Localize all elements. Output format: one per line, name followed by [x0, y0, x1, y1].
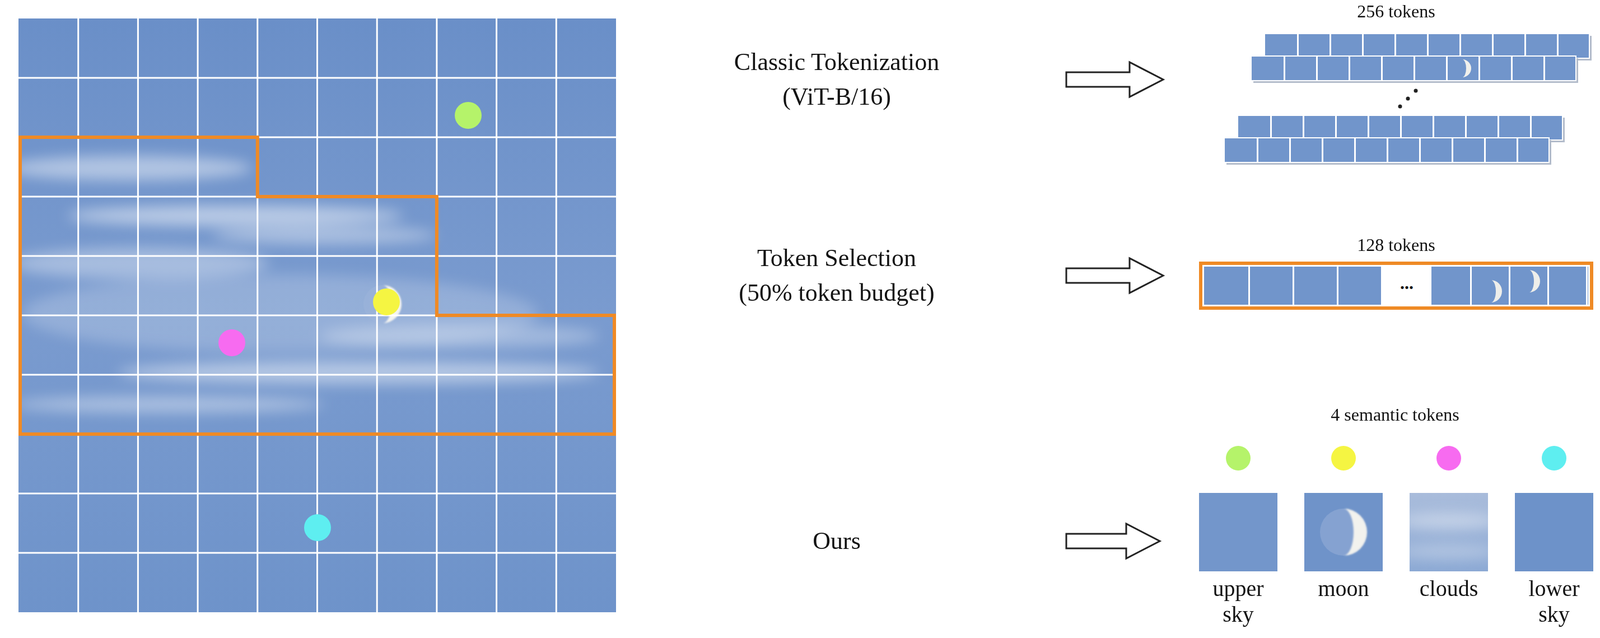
- method-label: Classic Tokenization (ViT-B/16): [719, 44, 955, 115]
- ellipsis-dot: [1414, 89, 1418, 93]
- token-group: 256 tokens: [1199, 0, 1594, 23]
- gap-box: [1381, 266, 1432, 305]
- semantic-token: lower sky: [1514, 492, 1594, 628]
- token-label: moon: [1309, 575, 1378, 602]
- strip-cells: [1297, 33, 1590, 59]
- moon-part: [1528, 269, 1541, 293]
- cloud-streak: [67, 205, 404, 226]
- sky-photo: [5, 18, 617, 613]
- token-strip: [1251, 56, 1576, 81]
- ellipsis-dot: [1406, 96, 1411, 101]
- token-group: 128 tokens: [1199, 233, 1594, 256]
- token-seed-dot: [218, 329, 246, 357]
- cloud-streak: [1409, 512, 1488, 529]
- selection-outline: [20, 137, 615, 435]
- token-image-area: [1409, 492, 1488, 576]
- token-strip: [1264, 33, 1590, 59]
- semantic-token: clouds: [1409, 492, 1488, 602]
- hollow-arrow: [1066, 62, 1164, 97]
- token-label: upper sky: [1204, 575, 1272, 628]
- hollow-arrow: [1066, 523, 1160, 559]
- cloud-streak: [319, 323, 600, 349]
- token-strip: [1237, 115, 1563, 141]
- strip-cells: [1283, 56, 1576, 81]
- token-strip: [1204, 266, 1589, 305]
- ellipsis-label: ...: [1383, 267, 1431, 304]
- cloud-streak: [18, 396, 325, 413]
- cloud-streak: [18, 247, 269, 279]
- token-seed-dot: [372, 288, 400, 316]
- strip-cells: [1248, 266, 1382, 305]
- selection-border: [1200, 263, 1592, 309]
- method-label: Ours: [780, 523, 893, 559]
- token-image-area: [1199, 492, 1278, 576]
- moon: [1462, 59, 1472, 78]
- moon-part: [1490, 280, 1502, 303]
- token-image-area: [1514, 492, 1594, 576]
- hollow-arrow: [1066, 258, 1164, 293]
- method-node: Token Selection (50% token budget): [733, 240, 941, 311]
- patch-grid: [18, 18, 617, 613]
- cloud-streak: [212, 226, 437, 244]
- token-image-area: [1304, 492, 1383, 576]
- strip-cells: [1256, 137, 1550, 163]
- strip-cells: [1470, 266, 1589, 305]
- semantic-token: upper sky: [1199, 492, 1278, 628]
- method-label: Token Selection (50% token budget): [733, 240, 941, 311]
- ellipsis-dot: [1398, 104, 1403, 109]
- clouds: [18, 155, 600, 413]
- token-count-heading: 128 tokens: [1199, 233, 1594, 256]
- token-dot: [1541, 445, 1567, 471]
- token-image: [1409, 492, 1488, 572]
- moon-disc: [363, 285, 402, 324]
- token-label: clouds: [1415, 575, 1483, 602]
- moon-disc: [1319, 508, 1368, 556]
- token-dot: [1331, 445, 1356, 471]
- method-node: Classic Tokenization (ViT-B/16): [719, 44, 955, 115]
- token-count-heading: 256 tokens: [1199, 0, 1594, 23]
- token-seed-dot: [304, 514, 331, 541]
- token-strip: [1224, 137, 1550, 163]
- token-stack: [1224, 33, 1592, 165]
- semantic-tokens: [1199, 445, 1594, 572]
- sky-background: [18, 18, 617, 613]
- strip-cells: [1270, 115, 1563, 141]
- token-dot: [1225, 445, 1251, 471]
- cloud-streak: [117, 361, 600, 384]
- method-node: Ours: [780, 523, 893, 559]
- cloud-streak: [18, 155, 253, 181]
- token-label: lower sky: [1520, 575, 1588, 628]
- token-count-heading: 4 semantic tokens: [1195, 403, 1595, 426]
- semantic-token: moon: [1304, 492, 1383, 602]
- token-dot: [1436, 445, 1462, 471]
- selected-strip: [1200, 263, 1592, 309]
- moon: [1343, 508, 1368, 556]
- cloud-streak: [1409, 544, 1488, 559]
- token-group: 4 semantic tokensupper skymooncloudslowe…: [1195, 403, 1595, 426]
- token-image: [1514, 492, 1594, 572]
- token-image: [1199, 492, 1278, 572]
- token-seed-dot: [454, 101, 482, 129]
- token-image: [1304, 492, 1383, 572]
